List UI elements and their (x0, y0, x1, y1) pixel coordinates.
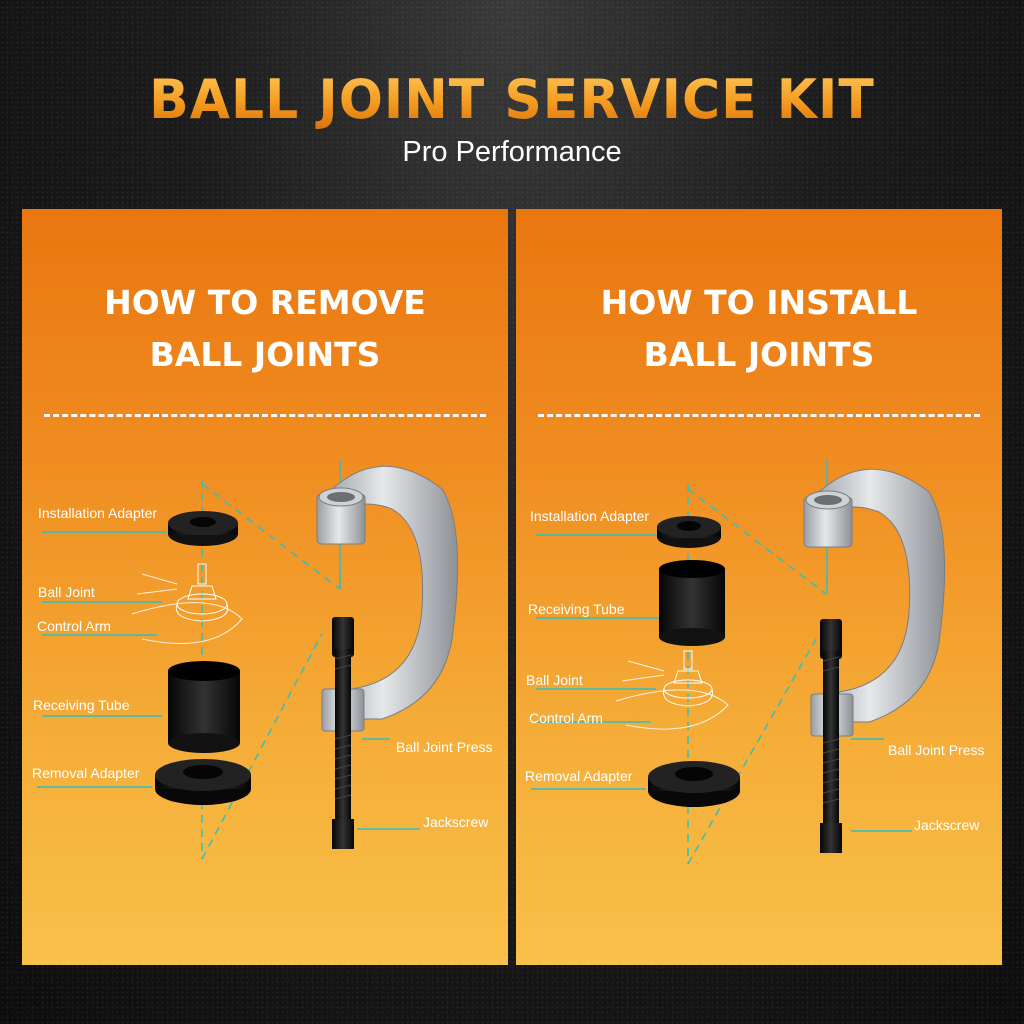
remove-panel-title: HOW TO REMOVE BALL JOINTS (22, 277, 508, 381)
install-panel: HOW TO INSTALL BALL JOINTS (516, 209, 1002, 965)
removal-adapter-part (155, 759, 251, 805)
installation-adapter-part (657, 516, 721, 548)
label-jackscrew: Jackscrew (423, 814, 489, 830)
ball-joint-part (663, 650, 713, 707)
receiving-tube-part (659, 560, 725, 646)
jackscrew-part (332, 617, 354, 849)
installation-adapter-part (168, 511, 238, 546)
install-title-line1: HOW TO INSTALL (600, 283, 918, 322)
jackscrew-part (820, 619, 842, 853)
label-installation-adapter: Installation Adapter (38, 505, 158, 521)
label-ball-joint: Ball Joint (38, 584, 95, 600)
c-frame-press-part (803, 468, 946, 737)
remove-panel: HOW TO REMOVE BALL JOINTS (22, 209, 508, 965)
remove-title-line1: HOW TO REMOVE (104, 283, 426, 322)
remove-diagram (37, 459, 459, 860)
divider-dashed (44, 414, 486, 417)
install-panel-title: HOW TO INSTALL BALL JOINTS (516, 277, 1002, 381)
label-ball-joint: Ball Joint (526, 672, 583, 688)
control-arm-part (615, 660, 729, 730)
divider-dashed (538, 414, 980, 417)
page-title: BALL JOINT SERVICE KIT (0, 69, 1024, 132)
label-ball-joint-press: Ball Joint Press (396, 739, 493, 755)
install-diagram (531, 459, 946, 865)
control-arm-part (131, 573, 243, 644)
install-title-line2: BALL JOINTS (643, 335, 875, 374)
ball-joint-part (175, 563, 229, 622)
label-control-arm: Control Arm (37, 618, 111, 634)
label-receiving-tube: Receiving Tube (33, 697, 130, 713)
page-subtitle: Pro Performance (402, 136, 622, 168)
label-removal-adapter: Removal Adapter (32, 765, 140, 781)
label-receiving-tube: Receiving Tube (528, 601, 625, 617)
receiving-tube-part (168, 661, 240, 753)
label-removal-adapter: Removal Adapter (525, 768, 633, 784)
label-ball-joint-press: Ball Joint Press (888, 742, 985, 758)
label-control-arm: Control Arm (529, 710, 603, 726)
label-installation-adapter: Installation Adapter (530, 508, 650, 524)
remove-title-line2: BALL JOINTS (149, 335, 381, 374)
label-jackscrew: Jackscrew (914, 817, 980, 833)
removal-adapter-part (648, 761, 740, 807)
